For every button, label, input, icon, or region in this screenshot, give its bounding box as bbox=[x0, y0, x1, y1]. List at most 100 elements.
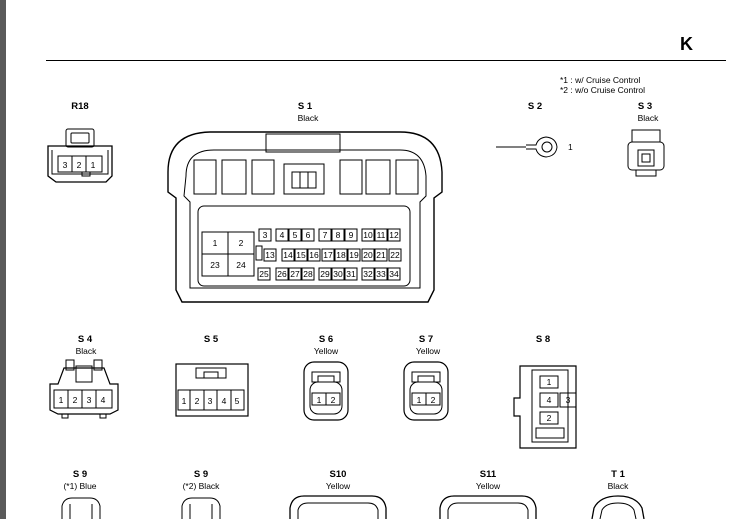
s1-pin: 11 bbox=[377, 230, 386, 240]
s4-label: S 4 bbox=[77, 334, 93, 345]
s7-color: Yellow bbox=[415, 346, 441, 356]
s1-pin-cell bbox=[344, 228, 358, 242]
s2-label: S 2 bbox=[527, 101, 543, 112]
s1-pin-cell bbox=[361, 228, 375, 242]
s1-pin-cell bbox=[275, 267, 289, 281]
s9b-color: (*2) Black bbox=[182, 481, 220, 491]
connector-s8: 1 4 3 2 bbox=[513, 365, 577, 449]
s7-label: S 7 bbox=[418, 334, 434, 345]
s1-pin: 21 bbox=[376, 250, 386, 260]
s1-pin: 20 bbox=[363, 250, 373, 260]
s1-pin: 32 bbox=[363, 269, 373, 279]
s1-pin-cell bbox=[387, 228, 401, 242]
s1-pin: 31 bbox=[346, 269, 356, 279]
s1-pin-cell bbox=[258, 228, 272, 242]
s1-pin-cell bbox=[281, 248, 295, 262]
s11-color: Yellow bbox=[475, 481, 501, 491]
s1-pin-cell bbox=[347, 248, 361, 262]
connector-s9a bbox=[61, 497, 101, 519]
s10-color: Yellow bbox=[325, 481, 351, 491]
r18-pin: 1 bbox=[91, 160, 96, 170]
connector-s5: 1 2 3 4 5 bbox=[175, 363, 249, 417]
s1-pin: 13 bbox=[265, 250, 275, 260]
s5-label: S 5 bbox=[203, 334, 219, 345]
s9a-color: (*1) Blue bbox=[63, 481, 97, 491]
s1-pin: 27 bbox=[290, 269, 300, 279]
s1-pin: 7 bbox=[323, 230, 328, 240]
s1-pin: 19 bbox=[349, 250, 359, 260]
s8-pin: 3 bbox=[566, 395, 571, 405]
s5-pin: 4 bbox=[222, 396, 227, 406]
connector-s4: 1 2 3 4 bbox=[49, 359, 119, 419]
s1-pin: 24 bbox=[236, 260, 246, 270]
s7-pin: 2 bbox=[431, 395, 436, 405]
s1-pin: 25 bbox=[259, 269, 269, 279]
s1-pin-cell bbox=[331, 228, 345, 242]
s1-pin: 33 bbox=[376, 269, 386, 279]
s4-pin: 1 bbox=[59, 395, 64, 405]
connector-s1 bbox=[167, 131, 443, 303]
connector-s2: 1 bbox=[496, 136, 573, 158]
sidebar-edge bbox=[0, 0, 6, 519]
s1-pin: 5 bbox=[293, 230, 298, 240]
s1-pin-cell bbox=[318, 267, 332, 281]
s1-pin: 2 bbox=[239, 238, 244, 248]
r18-label: R18 bbox=[71, 101, 89, 112]
s5-pin: 2 bbox=[195, 396, 200, 406]
s5-pin: 3 bbox=[208, 396, 213, 406]
s1-pin-cell bbox=[344, 267, 358, 281]
s8-pin: 4 bbox=[547, 395, 552, 405]
s8-pin: 2 bbox=[547, 413, 552, 423]
connector-s11 bbox=[439, 495, 537, 519]
s1-pin-cell bbox=[334, 248, 348, 262]
s1-pin-cell bbox=[307, 248, 321, 262]
s4-pin: 4 bbox=[101, 395, 106, 405]
s3-label: S 3 bbox=[637, 101, 653, 112]
note-2: *2 : w/o Cruise Control bbox=[560, 85, 646, 95]
s1-pin: 15 bbox=[296, 250, 306, 260]
t1-color: Black bbox=[607, 481, 629, 491]
connector-s10 bbox=[289, 495, 387, 519]
s1-pin: 14 bbox=[283, 250, 293, 260]
s6-color: Yellow bbox=[313, 346, 339, 356]
s4-pin: 3 bbox=[87, 395, 92, 405]
s5-pin: 1 bbox=[182, 396, 187, 406]
s1-pin: 12 bbox=[389, 230, 399, 240]
s1-pin-cell bbox=[331, 267, 345, 281]
s1-pin-cell bbox=[318, 228, 332, 242]
s1-pin: 26 bbox=[277, 269, 287, 279]
s1-pin-cell bbox=[263, 248, 277, 262]
s1-pin: 29 bbox=[320, 269, 330, 279]
s1-pin-cell bbox=[301, 228, 315, 242]
s1-pin-cell bbox=[275, 228, 289, 242]
s1-pin-cell bbox=[301, 267, 315, 281]
header-rule bbox=[46, 60, 726, 61]
s1-pin: 4 bbox=[280, 230, 285, 240]
connector-s3 bbox=[627, 129, 665, 177]
s1-pin-cell bbox=[374, 267, 388, 281]
s8-pin: 1 bbox=[547, 377, 552, 387]
s1-label: S 1 bbox=[297, 101, 313, 112]
s1-pin-cell bbox=[288, 228, 302, 242]
s7-pin: 1 bbox=[417, 395, 422, 405]
s6-pin: 2 bbox=[331, 395, 336, 405]
s1-pin: 23 bbox=[210, 260, 220, 270]
s1-pin: 28 bbox=[303, 269, 313, 279]
s1-pin: 34 bbox=[389, 269, 399, 279]
s6-label: S 6 bbox=[318, 334, 334, 345]
s2-pin: 1 bbox=[568, 142, 573, 152]
s1-pin: 10 bbox=[363, 230, 373, 240]
s1-pin-cell bbox=[374, 228, 388, 242]
r18-pin: 3 bbox=[63, 160, 68, 170]
t1-label: T 1 bbox=[611, 469, 625, 480]
s1-pin-cell bbox=[374, 248, 388, 262]
s1-pin-cell bbox=[361, 267, 375, 281]
s1-pin-cell bbox=[257, 267, 271, 281]
s1-pin: 18 bbox=[336, 250, 346, 260]
s11-label: S11 bbox=[479, 469, 497, 480]
connector-s9b bbox=[181, 497, 221, 519]
s1-pin-cell bbox=[388, 248, 402, 262]
